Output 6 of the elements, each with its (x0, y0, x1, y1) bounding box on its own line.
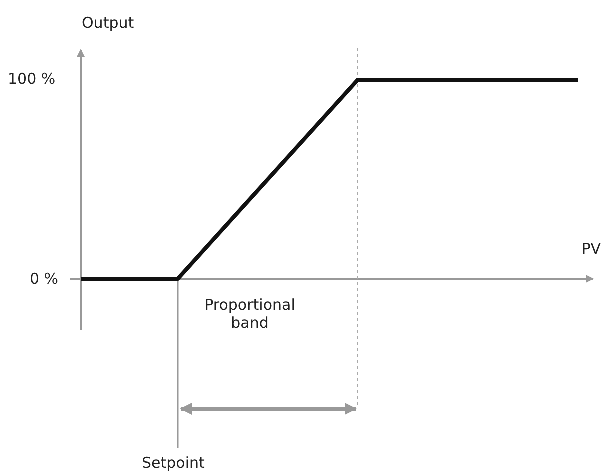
tick-label: 0 % (30, 269, 59, 290)
tick-label: 100 % (8, 69, 56, 90)
axis-label: Setpoint (142, 453, 205, 474)
axis-title: Output (82, 13, 134, 34)
axis-title: PV (582, 239, 601, 260)
dimension-label: Proportional band (204, 296, 296, 332)
